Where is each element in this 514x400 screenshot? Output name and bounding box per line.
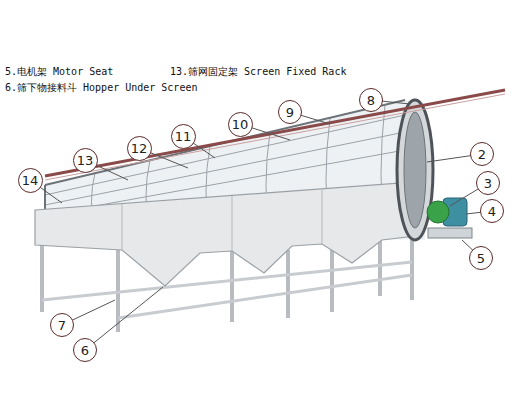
callout-number: 3: [476, 171, 500, 195]
callout-text: 2: [478, 148, 486, 161]
callout-text: 7: [58, 319, 66, 332]
callout-text: 4: [488, 205, 496, 218]
drum-end-mesh: [404, 112, 426, 228]
brush-rod: [45, 90, 505, 176]
callout-text: 12: [131, 142, 148, 155]
drum-end-ring: [397, 100, 433, 240]
callout-text: 6: [81, 344, 89, 357]
hopper: [35, 182, 415, 286]
base-beam: [42, 262, 412, 318]
callout-number: 2: [470, 142, 494, 166]
callout-number: 7: [50, 313, 74, 337]
callout-text: 14: [22, 174, 39, 187]
callout-number: 12: [127, 136, 152, 161]
callout-text: 13: [77, 154, 94, 167]
callout-number: 6: [73, 338, 97, 362]
callout-text: 11: [175, 130, 192, 143]
callout-number: 10: [228, 112, 253, 137]
callout-number: 11: [171, 124, 196, 149]
callout-text: 10: [232, 118, 249, 131]
callout-text: 5: [477, 252, 485, 265]
callout-number: 5: [469, 246, 493, 270]
part-legend-text: 6.筛下物接料斗 Hopper Under Screen: [5, 82, 197, 94]
callout-number: 9: [278, 100, 302, 124]
brush-rod-shade: [45, 94, 505, 180]
callout-number: 8: [359, 88, 383, 112]
callout-text: 3: [484, 177, 492, 190]
callout-number: 13: [73, 148, 98, 173]
motor-seat: [428, 228, 472, 238]
pulley: [427, 201, 449, 223]
callout-text: 8: [367, 94, 375, 107]
leader-lines: [30, 100, 492, 350]
part-legend-text: 13.筛网固定架 Screen Fixed Rack: [170, 66, 346, 78]
callout-number: 14: [18, 168, 43, 193]
callout-text: 9: [286, 106, 294, 119]
callout-number: 4: [480, 199, 504, 223]
part-legend-text: 5.电机架 Motor Seat: [5, 66, 113, 78]
hopper-seams: [122, 189, 322, 251]
